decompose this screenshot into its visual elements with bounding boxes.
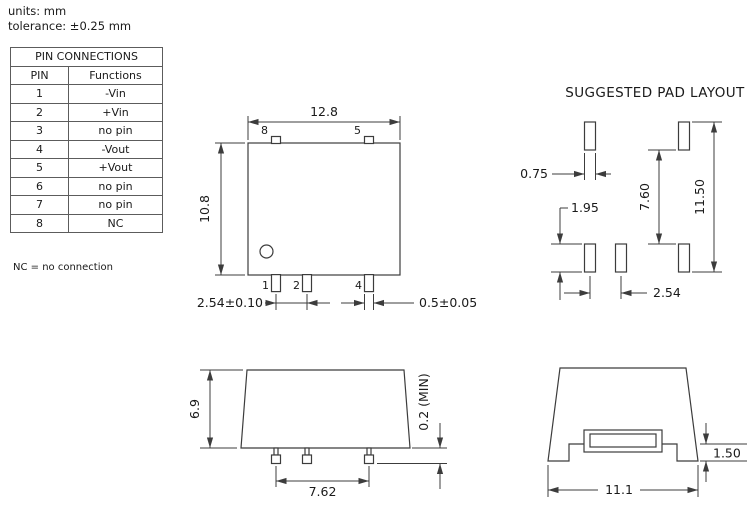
function-cell: +Vout	[68, 158, 163, 178]
pad-row-gap-label: 7.60	[637, 183, 652, 211]
front-recess-inner	[589, 433, 657, 448]
dim-side-height: 6.9	[187, 369, 243, 449]
side-pitch-label: 7.62	[309, 484, 337, 499]
pad-pin2	[614, 243, 628, 273]
dim-pin-width: 0.5±0.05	[341, 294, 477, 310]
standoff-label: 0.2 (MIN)	[416, 373, 431, 430]
function-cell: NC	[68, 213, 163, 233]
function-cell: no pin	[68, 121, 163, 141]
pad-length-label: 1.95	[571, 200, 599, 215]
function-cell: -Vout	[68, 139, 163, 159]
units-line: units: mm	[8, 4, 67, 18]
dim-pad-length: 1.95	[551, 200, 599, 300]
side-view-pins	[270, 447, 375, 465]
pin4-stub	[363, 274, 375, 293]
pad-layout: SUGGESTED PAD LAYOUT 0.75 1.95	[520, 85, 745, 300]
pad-pin5	[677, 121, 691, 151]
dim-pad-row-gap: 7.60	[637, 149, 676, 245]
package-outline-side	[240, 369, 411, 449]
dim-body-width: 12.8	[247, 104, 401, 140]
dim-standoff: 0.2 (MIN)	[377, 373, 447, 489]
pad-pin8	[583, 121, 597, 151]
table-row: 7 no pin	[10, 195, 163, 215]
tolerance-line: tolerance: ±0.25 mm	[8, 19, 132, 33]
front-width-label: 11.1	[605, 482, 633, 497]
table-row: 8 NC	[10, 213, 163, 233]
pin-cell: 3	[10, 121, 69, 141]
pad-width-label: 0.75	[520, 166, 548, 181]
drawing-notes: units: mm tolerance: ±0.25 mm	[8, 4, 131, 34]
pad-pin4	[677, 243, 691, 273]
pin-table-title: PIN CONNECTIONS	[10, 47, 163, 67]
dim-front-width: 11.1	[547, 465, 699, 497]
pad-overall-label: 11.50	[692, 179, 707, 215]
pin8-stub	[270, 135, 282, 145]
dim-pad-overall: 11.50	[692, 121, 722, 273]
dim-body-height: 10.8	[197, 142, 245, 276]
pin5-stub	[363, 135, 375, 145]
dim-pin-width-label: 0.5±0.05	[419, 295, 477, 310]
pad-layout-title: SUGGESTED PAD LAYOUT	[565, 85, 745, 101]
front-view: 1.50 11.1	[547, 367, 747, 497]
dim-side-pin-pitch: 7.62	[275, 466, 370, 499]
pin-label-4: 4	[355, 279, 362, 292]
pin-label-2: 2	[293, 279, 300, 292]
pin-cell: 5	[10, 158, 69, 178]
pad-pin1	[583, 243, 597, 273]
pin2-stub	[301, 274, 313, 293]
nc-note: NC = no connection	[13, 262, 113, 273]
function-cell: no pin	[68, 176, 163, 196]
pin-connections-table: PIN CONNECTIONS PIN Functions 1 -Vin 2 +…	[10, 47, 163, 233]
pin1-indicator-circle	[259, 244, 274, 259]
side-view: 6.9 0.2 (MIN) 7.62	[187, 369, 447, 499]
pin1-stub	[270, 274, 282, 293]
dim-pitch-label: 2.54±0.10	[197, 295, 263, 310]
top-view: 8 5 1 2 4 12.8 10.8 2.54±0.10	[197, 104, 477, 310]
pad-pitch-label: 2.54	[653, 285, 681, 300]
function-cell: no pin	[68, 195, 163, 215]
dim-pad-pitch: 2.54	[564, 276, 681, 300]
dim-width-label: 12.8	[310, 104, 338, 119]
table-row: 5 +Vout	[10, 158, 163, 178]
pin-label-1: 1	[262, 279, 269, 292]
side-height-label: 6.9	[187, 399, 202, 419]
table-row: 6 no pin	[10, 176, 163, 196]
pin-label-8: 8	[261, 124, 268, 137]
dim-height-label: 10.8	[197, 195, 212, 223]
table-row: 3 no pin	[10, 121, 163, 141]
table-title-row: PIN CONNECTIONS	[10, 47, 163, 67]
dim-pad-width: 0.75	[520, 153, 611, 181]
table-row: 4 -Vout	[10, 139, 163, 159]
pin-label-5: 5	[354, 124, 361, 137]
dim-pin-pitch: 2.54±0.10	[197, 294, 330, 310]
foot-height-label: 1.50	[713, 446, 741, 461]
dim-foot-height: 1.50	[700, 423, 747, 482]
